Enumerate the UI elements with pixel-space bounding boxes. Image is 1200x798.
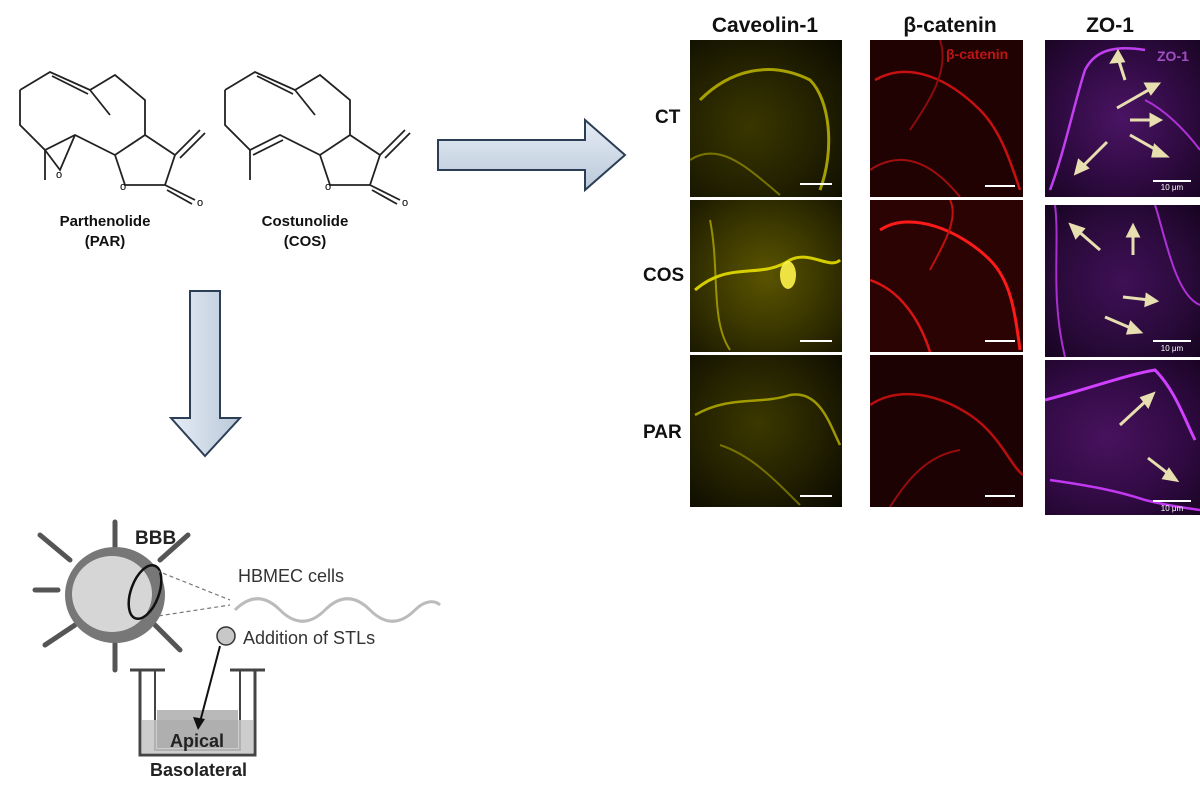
zo1-cos-image: 10 μm — [1045, 205, 1200, 357]
caveolin-par-image — [690, 355, 842, 507]
column-header-zo1: ZO-1 — [1086, 14, 1134, 37]
svg-text:o: o — [402, 197, 408, 209]
parthenolide-structure: o o o — [19, 70, 206, 209]
row-label-ct: CT — [655, 107, 681, 128]
costunolide-label: Costunolide (COS) — [235, 212, 375, 252]
scale-label: 10 μm — [1160, 344, 1184, 353]
addition-of-stls-label: Addition of STLs — [243, 628, 376, 648]
scale-bar — [985, 185, 1015, 187]
caveolin-cos-image — [690, 200, 842, 352]
scale-label: 10 μm — [1160, 504, 1184, 513]
column-header-caveolin: Caveolin-1 — [711, 14, 819, 37]
bbb-schematic — [32, 519, 442, 757]
bbb-label: BBB — [135, 528, 177, 549]
scale-label: 10 μm — [1160, 183, 1184, 192]
basolateral-label: Basolateral — [150, 760, 248, 780]
column-header-beta-catenin: β-catenin — [903, 14, 997, 37]
parthenolide-name: Parthenolide — [59, 213, 151, 230]
scale-bar — [800, 495, 832, 497]
scale-bar — [1153, 500, 1191, 502]
costunolide-name: Costunolide — [261, 213, 349, 230]
hbmec-cells-label: HBMEC cells — [238, 566, 345, 586]
zo1-ct-image: ZO-1 10 μm — [1045, 40, 1200, 197]
parthenolide-abbr: (PAR) — [84, 233, 126, 250]
parthenolide-label: Parthenolide (PAR) — [30, 212, 180, 252]
scale-bar — [1153, 340, 1191, 342]
costunolide-abbr: (COS) — [283, 233, 327, 250]
right-arrow-icon — [437, 117, 627, 193]
caveolin-ct-image — [690, 40, 842, 197]
apical-label: Apical — [170, 731, 225, 751]
scale-bar — [985, 495, 1015, 497]
scale-bar — [985, 340, 1015, 342]
scale-bar — [1153, 180, 1191, 182]
zo1-par-image: 10 μm — [1045, 360, 1200, 515]
beta-catenin-ct-image: β-catenin — [870, 40, 1023, 197]
beta-catenin-cos-image — [870, 200, 1023, 352]
beta-catenin-par-image — [870, 355, 1023, 507]
zo1-channel-tag: ZO-1 — [1157, 48, 1189, 64]
svg-text:o: o — [120, 181, 126, 193]
row-label-par: PAR — [643, 422, 682, 443]
costunolide-structure: o o — [224, 70, 411, 209]
scale-bar — [800, 340, 832, 342]
down-arrow-icon — [168, 290, 243, 458]
svg-text:o: o — [197, 197, 203, 209]
svg-text:o: o — [56, 169, 62, 181]
scale-bar — [800, 183, 832, 185]
row-label-cos: COS — [643, 265, 685, 286]
svg-text:o: o — [325, 181, 331, 193]
beta-catenin-channel-tag: β-catenin — [946, 46, 1009, 62]
